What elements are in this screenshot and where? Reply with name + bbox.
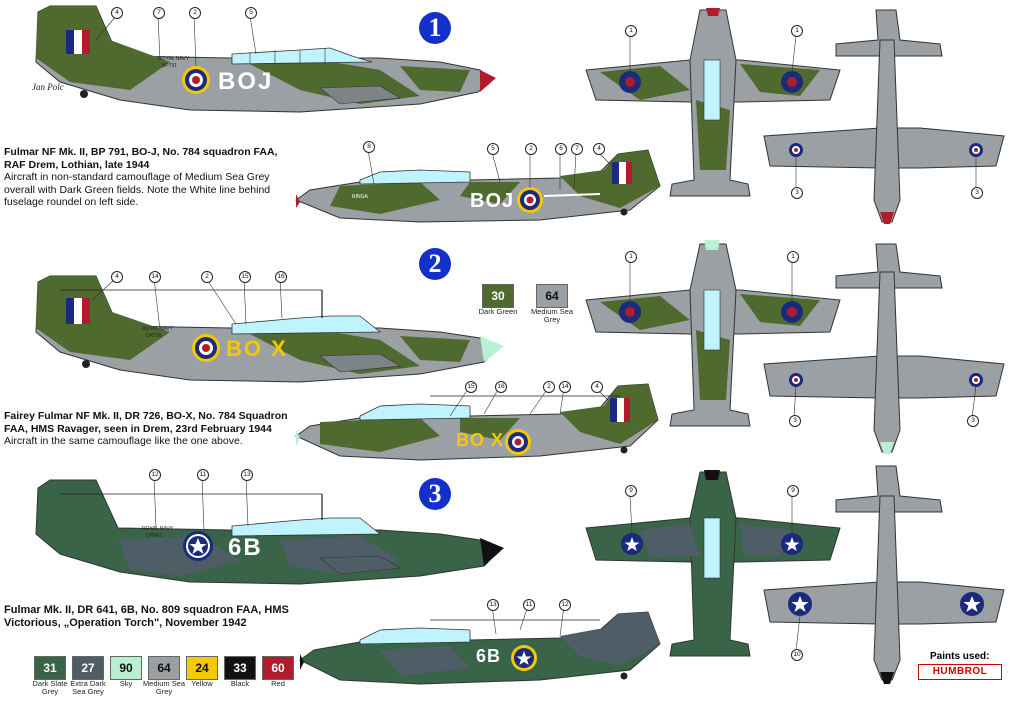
- scheme1-nose-name: RINGA: [352, 194, 368, 200]
- callout-s2_right-1: 16: [495, 381, 507, 393]
- callout-top_views-0: 1: [625, 25, 637, 37]
- swatch-31: 31: [34, 656, 66, 680]
- scheme1-side-left: [35, 5, 496, 113]
- callout-s1_left-0: 4: [111, 7, 123, 19]
- scheme3-top-view: [585, 470, 841, 657]
- callout-s2_left-3: 15: [239, 271, 251, 283]
- callout-s3_right-1: 11: [523, 599, 535, 611]
- scheme1-badge: 1: [419, 12, 451, 44]
- swatch-27-label: Extra Dark Sea Grey: [70, 679, 106, 696]
- callout-s2_left-1: 14: [149, 271, 161, 283]
- callout-bottom_views-1: 3: [971, 187, 983, 199]
- callout-s1_right-0: 8: [363, 141, 375, 153]
- scheme1-caption: Fulmar NF Mk. II, BP 791, BO-J, No. 784 …: [4, 146, 289, 209]
- scheme1-top-view: [585, 8, 841, 197]
- scheme2-code-left: BO X: [226, 336, 288, 361]
- callout-bottom_views-4: 10: [791, 649, 803, 661]
- callout-s1_right-5: 4: [593, 143, 605, 155]
- callout-top_views-1: 1: [791, 25, 803, 37]
- swatch-dark-green: 30: [482, 284, 514, 308]
- scheme1-royal-navy: ROYAL NAVY: [158, 56, 190, 62]
- scheme1-description: Aircraft in non-standard camouflage of M…: [4, 171, 271, 208]
- scheme1-code-left: BOJ: [218, 68, 274, 95]
- callout-top_views-4: 9: [625, 485, 637, 497]
- swatch-27: 27: [72, 656, 104, 680]
- callout-bottom_views-3: 3: [967, 415, 979, 427]
- callout-s1_right-2: 2: [525, 143, 537, 155]
- callout-bottom_views-2: 3: [789, 415, 801, 427]
- callout-s2_right-3: 14: [559, 381, 571, 393]
- humbrol-logo: HUMBROL: [918, 664, 1002, 680]
- callout-s3_right-2: 12: [559, 599, 571, 611]
- scheme3-title: Fulmar Mk. II, DR 641, 6B, No. 809 squad…: [4, 604, 289, 629]
- scheme3-serial: DR641: [146, 533, 162, 539]
- callout-s3_right-0: 13: [487, 599, 499, 611]
- swatch-33: 33: [224, 656, 256, 680]
- scheme2-description: Aircraft in the same camouflage like the…: [4, 435, 243, 447]
- callout-s1_left-2: 2: [189, 7, 201, 19]
- scheme1-bottom-view: [763, 9, 1005, 224]
- swatch-60: 60: [262, 656, 294, 680]
- callout-s2_right-2: 2: [543, 381, 555, 393]
- swatch-dark-green-label: Dark Green: [478, 307, 518, 316]
- scheme1-title: Fulmar NF Mk. II, BP 791, BO-J, No. 784 …: [4, 146, 278, 171]
- swatch-24: 24: [186, 656, 218, 680]
- swatch-90-label: Sky: [119, 679, 133, 688]
- scheme3-code-right: 6B: [476, 646, 502, 666]
- scheme2-royal-navy: ROYAL NAVY: [142, 326, 174, 332]
- callout-s2_right-0: 15: [465, 381, 477, 393]
- swatch-60-label: Red: [271, 679, 285, 688]
- scheme1-side-right: [294, 149, 661, 223]
- callout-s3_left-2: 13: [241, 469, 253, 481]
- swatch-medium-sea-grey-label: Medium Sea Grey: [530, 307, 574, 324]
- callout-s1_right-4: 7: [571, 143, 583, 155]
- artist-signature: Jan Polc: [32, 82, 64, 92]
- callout-s1_left-3: 5: [245, 7, 257, 19]
- scheme3-caption: Fulmar Mk. II, DR 641, 6B, No. 809 squad…: [4, 604, 289, 629]
- swatch-90: 90: [110, 656, 142, 680]
- callout-s3_left-1: 11: [197, 469, 209, 481]
- callout-s2_right-4: 4: [591, 381, 603, 393]
- scheme2-caption: Fairey Fulmar NF Mk. II, DR 726, BO-X, N…: [4, 410, 289, 448]
- swatch-31-label: Dark Slate Grey: [32, 679, 68, 696]
- callout-top_views-3: 1: [787, 251, 799, 263]
- callout-s1_left-1: 7: [153, 7, 165, 19]
- callout-s1_right-3: 6: [555, 143, 567, 155]
- scheme2-code-right: BO X: [456, 430, 505, 450]
- scheme1-code-right: BOJ: [470, 190, 515, 212]
- scheme3-side-left: [35, 479, 504, 585]
- swatch-64-label: Medium Sea Grey: [142, 679, 186, 696]
- scheme2-badge: 2: [419, 248, 451, 280]
- swatch-33-label: Black: [230, 679, 250, 688]
- swatch-64: 64: [148, 656, 180, 680]
- callout-top_views-2: 1: [625, 251, 637, 263]
- swatch-24-label: Yellow: [191, 679, 213, 688]
- callout-s2_left-2: 2: [201, 271, 213, 283]
- scheme3-royal-navy: ROYAL NAVY: [142, 526, 174, 532]
- scheme3-code-left: 6B: [228, 534, 263, 561]
- scheme3-bottom-view: [763, 465, 1005, 684]
- scheme3-badge: 3: [419, 478, 451, 510]
- callout-bottom_views-0: 3: [791, 187, 803, 199]
- callout-s2_left-4: 16: [275, 271, 287, 283]
- callout-s3_left-0: 12: [149, 469, 161, 481]
- callout-s1_right-1: 5: [487, 143, 499, 155]
- paints-used-label: Paints used:: [930, 651, 990, 662]
- scheme1-serial: BP791: [162, 63, 178, 69]
- scheme2-serial: DR726: [146, 333, 162, 339]
- scheme2-bottom-view: [763, 243, 1005, 454]
- callout-top_views-5: 9: [787, 485, 799, 497]
- callout-s2_left-0: 4: [111, 271, 123, 283]
- scheme3-side-right: [299, 611, 661, 685]
- scheme2-title: Fairey Fulmar NF Mk. II, DR 726, BO-X, N…: [4, 410, 288, 435]
- swatch-medium-sea-grey: 64: [536, 284, 568, 308]
- scheme2-top-view: [585, 240, 841, 427]
- scheme2-side-left: [35, 275, 504, 383]
- scheme2-side-right: [295, 383, 659, 461]
